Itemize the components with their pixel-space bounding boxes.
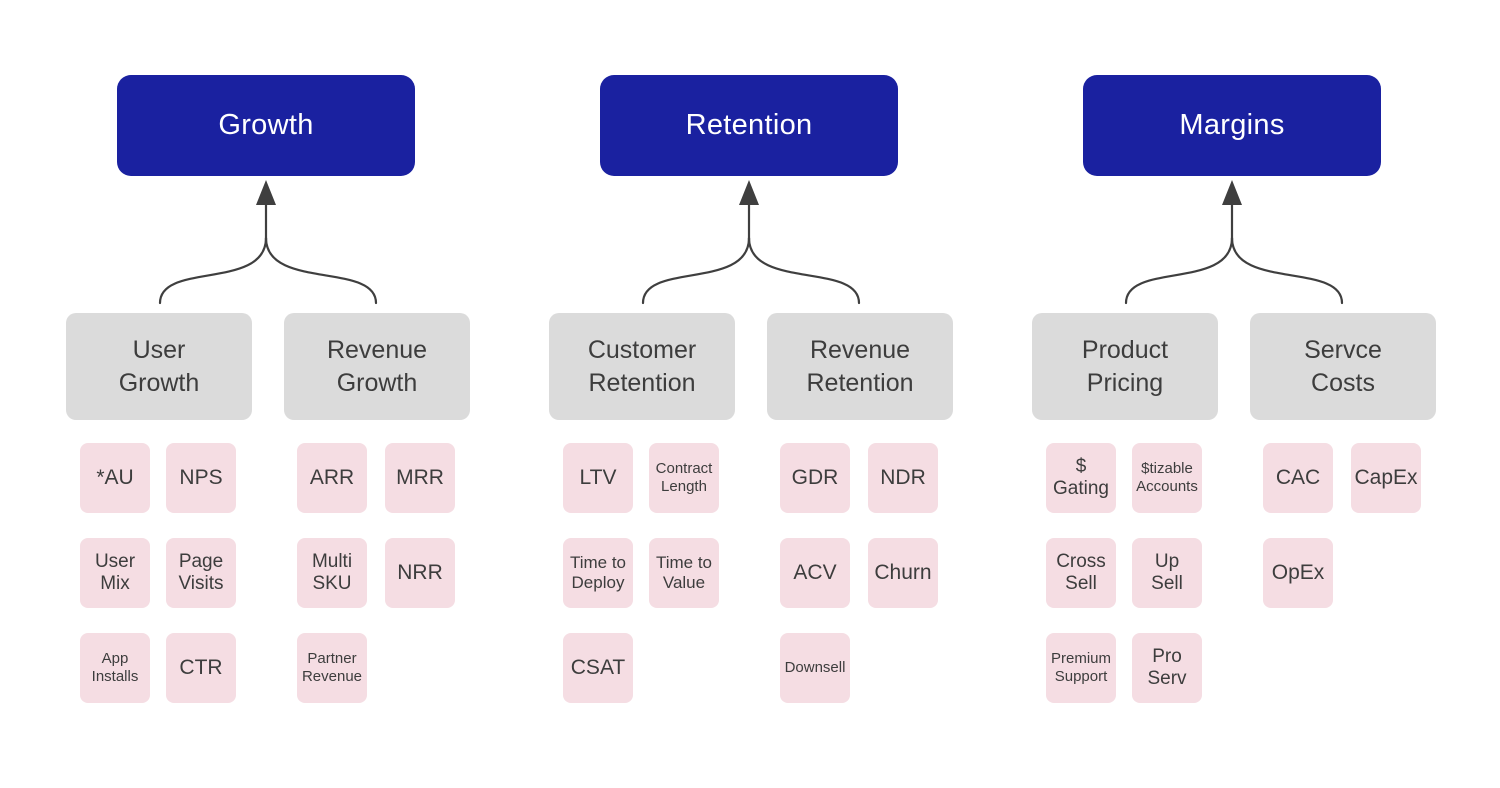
leaf-node: CTR bbox=[166, 633, 236, 703]
leaf-node: Contract Length bbox=[649, 443, 719, 513]
header-node-retention: Retention bbox=[600, 75, 898, 176]
leaf-node: LTV bbox=[563, 443, 633, 513]
branch-node-servce-costs: Servce Costs bbox=[1250, 313, 1436, 420]
leaf-node: Premium Support bbox=[1046, 633, 1116, 703]
retention-column: Retention Customer Retention Revenue Ret… bbox=[549, 0, 1019, 788]
leaf-node: CSAT bbox=[563, 633, 633, 703]
leaf-node: Downsell bbox=[780, 633, 850, 703]
merge-arrow-icon bbox=[641, 180, 861, 305]
leaf-node: NRR bbox=[385, 538, 455, 608]
leaf-node: ACV bbox=[780, 538, 850, 608]
leaf-node: OpEx bbox=[1263, 538, 1333, 608]
leaf-node: NDR bbox=[868, 443, 938, 513]
leaf-node: Partner Revenue bbox=[297, 633, 367, 703]
branch-node-revenue-retention: Revenue Retention bbox=[767, 313, 953, 420]
leaf-node: $tizable Accounts bbox=[1132, 443, 1202, 513]
leaf-node: App Installs bbox=[80, 633, 150, 703]
leaf-node: Up Sell bbox=[1132, 538, 1202, 608]
leaf-node: ARR bbox=[297, 443, 367, 513]
leaf-node: Time to Value bbox=[649, 538, 719, 608]
branch-node-customer-retention: Customer Retention bbox=[549, 313, 735, 420]
leaf-node: Churn bbox=[868, 538, 938, 608]
merge-arrow-icon bbox=[158, 180, 378, 305]
leaf-node: MRR bbox=[385, 443, 455, 513]
branch-node-user-growth: User Growth bbox=[66, 313, 252, 420]
leaf-node: *AU bbox=[80, 443, 150, 513]
leaf-node: CAC bbox=[1263, 443, 1333, 513]
leaf-node: Time to Deploy bbox=[563, 538, 633, 608]
margins-column: Margins Product Pricing Servce Costs $ G… bbox=[1032, 0, 1500, 788]
leaf-node: NPS bbox=[166, 443, 236, 513]
header-node-growth: Growth bbox=[117, 75, 415, 176]
leaf-node: Multi SKU bbox=[297, 538, 367, 608]
leaf-node: Page Visits bbox=[166, 538, 236, 608]
branch-node-product-pricing: Product Pricing bbox=[1032, 313, 1218, 420]
leaf-node: Pro Serv bbox=[1132, 633, 1202, 703]
leaf-node: CapEx bbox=[1351, 443, 1421, 513]
leaf-node: GDR bbox=[780, 443, 850, 513]
merge-arrow-icon bbox=[1124, 180, 1344, 305]
branch-node-revenue-growth: Revenue Growth bbox=[284, 313, 470, 420]
leaf-node: $ Gating bbox=[1046, 443, 1116, 513]
leaf-node: User Mix bbox=[80, 538, 150, 608]
growth-column: Growth User Growth Revenue Growth *AU NP… bbox=[66, 0, 536, 788]
header-node-margins: Margins bbox=[1083, 75, 1381, 176]
leaf-node: Cross Sell bbox=[1046, 538, 1116, 608]
